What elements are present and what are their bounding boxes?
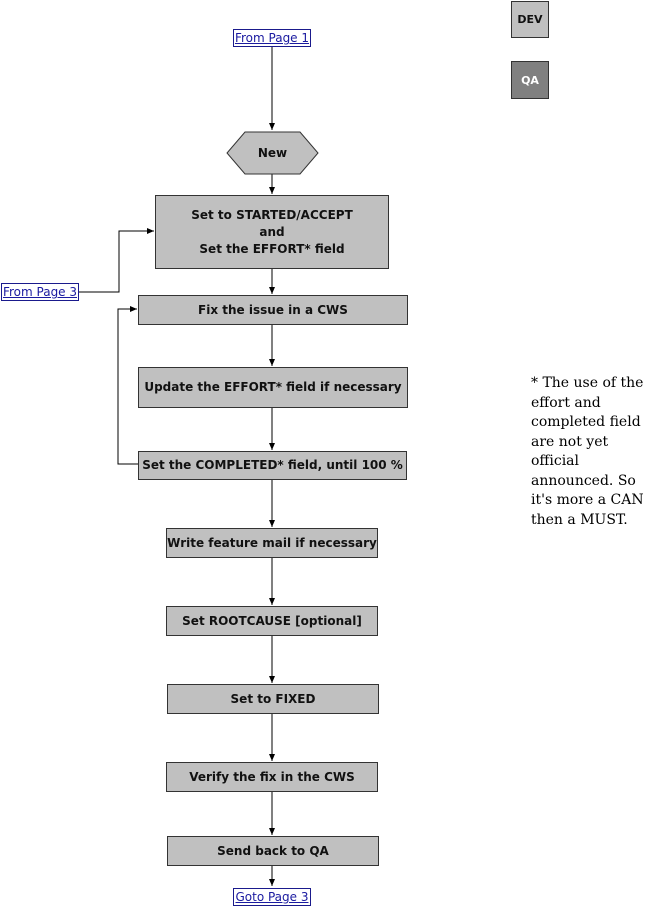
step-send-back-label: Send back to QA — [217, 843, 329, 858]
legend-qa-label: QA — [521, 73, 539, 87]
goto-page-3-label: Goto Page 3 — [235, 890, 309, 904]
from-page-3-label: From Page 3 — [2, 285, 78, 299]
step-rootcause: Set ROOTCAUSE [optional] — [166, 606, 378, 636]
legend-dev-label: DEV — [517, 13, 543, 26]
footnote: * The use of the effort and completed fi… — [531, 375, 644, 528]
step-set-completed: Set the COMPLETED* field, until 100 % — [138, 451, 407, 480]
step-set-completed-label: Set the COMPLETED* field, until 100 % — [142, 458, 403, 472]
step-update-effort: Update the EFFORT* field if necessary — [138, 367, 408, 408]
step-set-fixed-label: Set to FIXED — [230, 691, 316, 706]
step-verify-fix-label: Verify the fix in the CWS — [189, 769, 355, 784]
step-rootcause-label: Set ROOTCAUSE [optional] — [182, 613, 362, 628]
from-page-1-link[interactable]: From Page 1 — [233, 29, 311, 47]
step-set-started-line-3: Set the EFFORT* field — [199, 241, 345, 256]
step-fix-issue: Fix the issue in a CWS — [138, 295, 408, 325]
step-set-started-line-2: and — [259, 224, 285, 239]
legend-dev: DEV — [511, 1, 549, 38]
step-set-started-line-1: Set to STARTED/ACCEPT — [191, 207, 353, 222]
new-node-label: New — [257, 146, 288, 160]
legend-qa: QA — [511, 61, 549, 99]
step-fix-issue-label: Fix the issue in a CWS — [198, 302, 348, 317]
goto-page-3-link[interactable]: Goto Page 3 — [233, 888, 311, 906]
step-set-fixed: Set to FIXED — [167, 684, 379, 714]
from-page-1-label: From Page 1 — [234, 31, 310, 45]
step-send-back: Send back to QA — [167, 836, 379, 866]
new-hexagon-shape — [226, 131, 319, 175]
arrow-loop-completed-to-fix — [117, 306, 138, 465]
arrow-frompage3-to-started — [79, 228, 154, 293]
step-feature-mail: Write feature mail if necessary — [166, 528, 378, 558]
from-page-3-link[interactable]: From Page 3 — [1, 283, 79, 301]
new-node: New — [227, 132, 318, 174]
step-feature-mail-label: Write feature mail if necessary — [167, 535, 377, 550]
step-update-effort-label: Update the EFFORT* field if necessary — [144, 380, 402, 394]
step-set-started: Set to STARTED/ACCEPT and Set the EFFORT… — [155, 195, 389, 269]
step-verify-fix: Verify the fix in the CWS — [166, 762, 378, 792]
